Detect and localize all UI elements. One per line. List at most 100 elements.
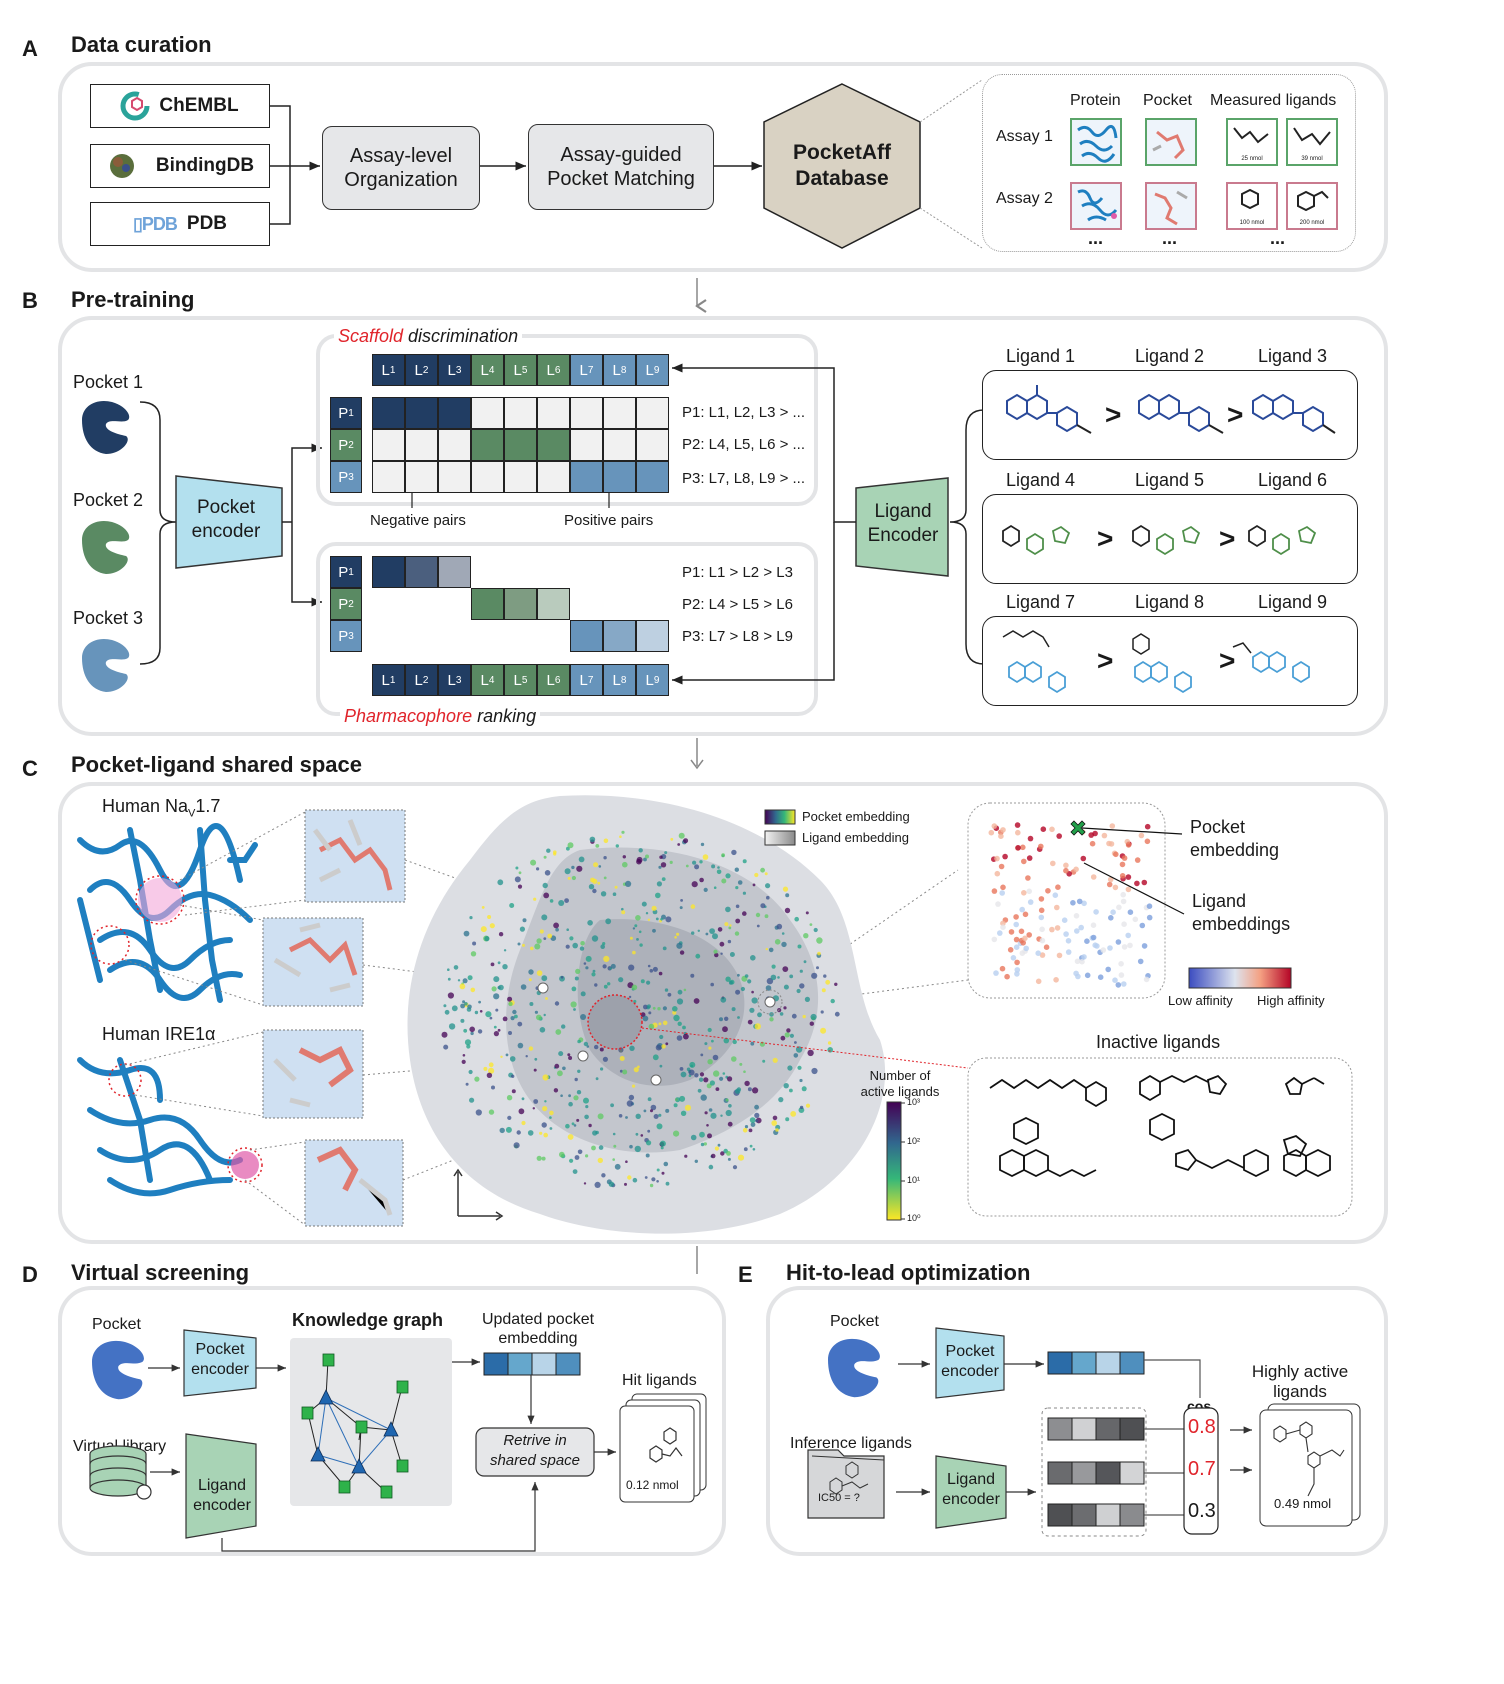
embedding-point — [774, 939, 781, 945]
embedding-point — [453, 965, 459, 970]
embedding-point — [665, 1108, 670, 1113]
retrieve-line: shared space — [489, 1451, 581, 1469]
panel-c-graphics — [77, 795, 1353, 1274]
embedding-point — [673, 1014, 680, 1022]
embedding-point — [591, 1145, 596, 1151]
embedding-point — [770, 974, 777, 981]
encoder-line: encoder — [942, 1491, 1000, 1508]
embedding-point — [478, 1000, 481, 1004]
ligand-affinity-point — [998, 833, 1004, 839]
negative-pair-cell — [570, 429, 603, 461]
embedding-point — [737, 1016, 740, 1019]
embedding-point — [727, 1157, 731, 1161]
embedding-point — [603, 955, 610, 963]
embedding-point — [740, 986, 746, 992]
ligand-legend-swatch — [764, 830, 796, 846]
embedding-point — [603, 856, 607, 860]
embedding-point — [533, 897, 537, 901]
embedding-point — [560, 1094, 563, 1097]
embedding-point — [486, 1072, 493, 1079]
negative-pair-cell — [537, 461, 570, 493]
ligand-affinity-point — [1070, 900, 1076, 906]
embedding-point — [766, 977, 774, 985]
protein-ire1a-label: Human IRE1α — [102, 1024, 216, 1044]
ligand-affinity-point — [1065, 938, 1072, 944]
negative-pair-cell — [438, 461, 471, 493]
embedding-point — [764, 914, 769, 919]
embedding-point — [521, 1120, 526, 1126]
ligand-affinity-point — [993, 970, 999, 976]
embedding-point — [539, 1027, 546, 1033]
positive-pair-cell — [372, 397, 405, 429]
embedding-point — [571, 865, 575, 870]
ranked-pair-cell — [636, 620, 669, 652]
ligand-affinity-point — [1000, 827, 1006, 833]
embedding-point — [694, 1159, 698, 1164]
embedding-point — [517, 1042, 524, 1049]
encoder-line: Pocket — [196, 497, 256, 518]
embedding-point — [624, 1182, 627, 1186]
panel-d-graphics — [89, 1329, 707, 1552]
embedding-point — [708, 1164, 714, 1170]
embedding-point — [765, 985, 772, 991]
ligand-affinity-point — [1008, 929, 1015, 935]
embedding-point — [462, 1000, 466, 1004]
embedding-point — [532, 1107, 535, 1110]
ligand-affinity-point — [1081, 954, 1087, 960]
embedding-point — [705, 932, 709, 936]
encoder-line: Pocket — [195, 1341, 245, 1358]
embedding-point — [447, 968, 450, 971]
embedding-point — [720, 952, 723, 955]
pocket-encoder-label: Pocket encoder — [176, 496, 276, 544]
embedding-point — [590, 877, 595, 883]
embedding-point — [610, 1103, 614, 1108]
embedding-point — [728, 980, 733, 985]
embedding-point — [474, 1076, 480, 1082]
embedding-point — [691, 931, 695, 935]
retrieve-line: Retrive in — [503, 1432, 567, 1449]
embedding-point — [541, 914, 548, 921]
embedding-point — [469, 916, 473, 920]
embedding-point — [586, 1045, 590, 1048]
embedding-point — [783, 1006, 787, 1010]
embedding-point — [506, 1095, 513, 1101]
ligand-affinity-point — [1026, 932, 1032, 938]
ligand-affinity-point — [1052, 892, 1059, 898]
step-label: Assay-level — [349, 145, 453, 167]
embedding-point — [799, 1078, 803, 1083]
embedding-point — [731, 1007, 736, 1012]
embedding-point — [515, 866, 519, 870]
ligand-affinity-point — [1019, 906, 1025, 913]
embedding-point — [662, 1020, 668, 1026]
embedding-point — [694, 864, 700, 870]
knowledge-graph-network — [301, 1353, 409, 1499]
embedding-point — [493, 1025, 497, 1029]
ligand-affinity-point — [1137, 958, 1144, 965]
ligand-affinity-point — [1143, 976, 1150, 983]
embedding-point — [750, 955, 756, 961]
negative-pair-cell — [405, 429, 438, 461]
embedding-point — [541, 1122, 547, 1128]
ligand-affinity-point — [1118, 972, 1125, 978]
embedding-point — [479, 1010, 483, 1013]
embedding-point — [664, 851, 668, 855]
ligand-affinity-point — [1141, 943, 1148, 949]
embedding-point — [600, 944, 605, 949]
panel-b-title: Pre-training — [71, 287, 195, 312]
embedding-point — [659, 855, 663, 859]
pocket-embedding-vector — [1047, 1351, 1145, 1375]
embedding-point — [622, 855, 626, 859]
embedding-point — [675, 1097, 681, 1103]
embedding-point — [725, 873, 731, 879]
embedding-point — [583, 1097, 589, 1104]
embedding-point — [728, 926, 732, 930]
embedding-point — [652, 928, 656, 933]
embedding-point — [519, 926, 526, 932]
embedding-point — [628, 1094, 635, 1101]
ligand-affinity-point — [1038, 843, 1044, 850]
embedding-point — [737, 1154, 745, 1161]
embedding-point — [637, 1065, 640, 1069]
embedding-point — [810, 1013, 817, 1021]
updated-pocket-embedding-vector — [483, 1352, 581, 1376]
